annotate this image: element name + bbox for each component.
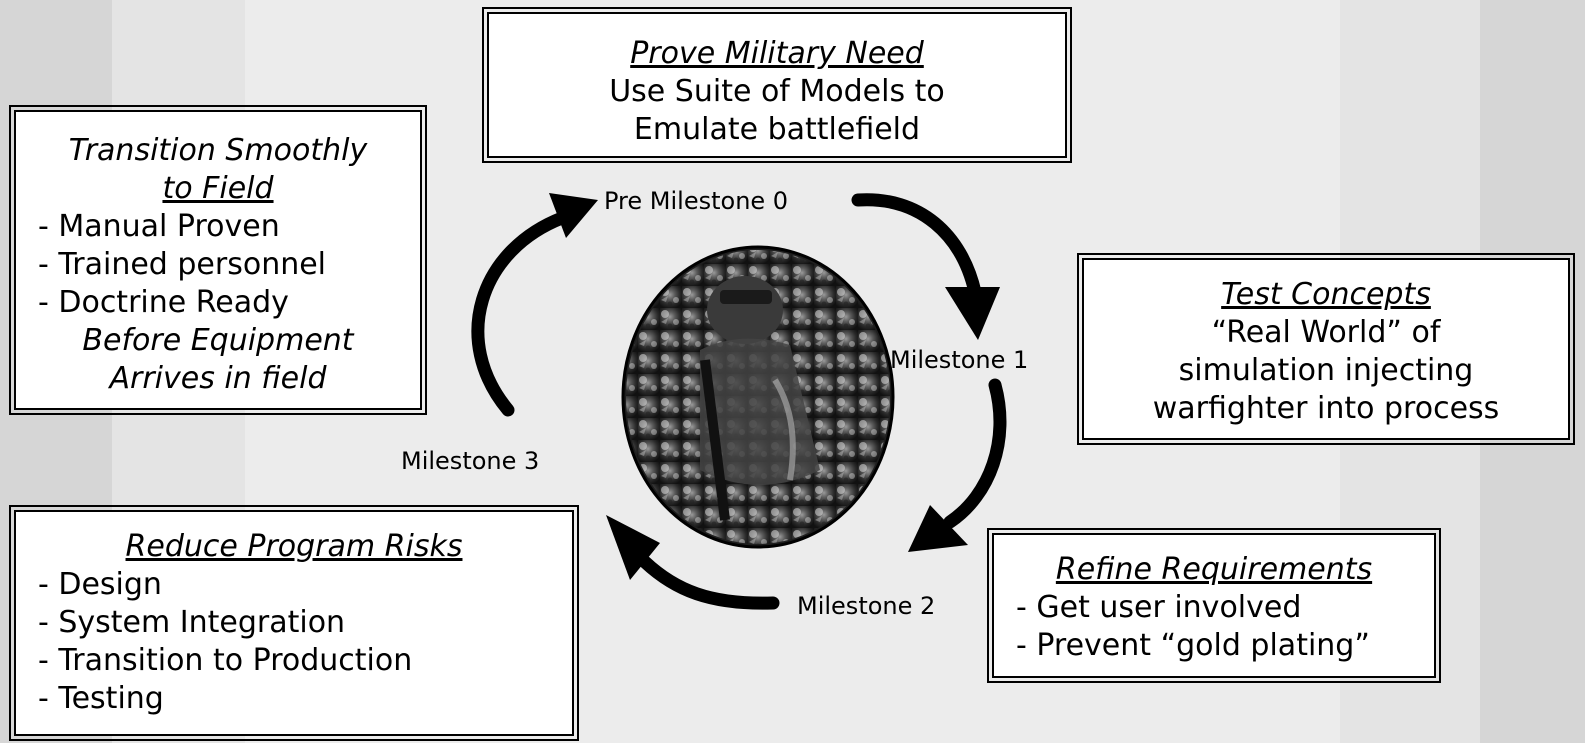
milestone-3-label: Milestone 3 [401, 447, 540, 475]
box-footer-line: Before Equipment [82, 323, 354, 358]
box-line: “Real World” of [1211, 315, 1441, 350]
box-item: - Doctrine Ready [38, 285, 289, 320]
arrow-m1-to-m2 [908, 378, 1007, 552]
box-title-line1: Transition Smoothly [68, 133, 368, 168]
box-item: - Get user involved [1016, 590, 1302, 625]
box-item: - System Integration [38, 605, 346, 640]
arrow-m0-to-m1 [851, 193, 1000, 340]
box-title: Refine Requirements [1055, 552, 1373, 587]
box-title: Reduce Program Risks [125, 529, 463, 564]
box-item: - Trained personnel [38, 247, 327, 282]
box-title: Prove Military Need [630, 36, 924, 71]
box-item: - Testing [38, 681, 164, 716]
transition-smoothly-box: Transition Smoothly to Field - Manual Pr… [9, 105, 427, 415]
box-line: Use Suite of Models to [609, 74, 945, 109]
milestone-1-label: Milestone 1 [890, 346, 1029, 374]
milestone-2-label: Milestone 2 [797, 592, 936, 620]
box-title-line2: to Field [162, 171, 274, 206]
test-concepts-box: Test Concepts “Real World” of simulation… [1077, 253, 1575, 445]
prove-military-need-box: Prove Military Need Use Suite of Models … [482, 7, 1072, 163]
box-item: - Design [38, 567, 162, 602]
box-item: - Transition to Production [38, 643, 413, 678]
reduce-program-risks-box: Reduce Program Risks - Design - System I… [9, 505, 579, 741]
box-line: warfighter into process [1152, 391, 1500, 426]
box-line: simulation injecting [1178, 353, 1474, 388]
box-item: - Manual Proven [38, 209, 280, 244]
milestone-pre-0-label: Pre Milestone 0 [604, 187, 789, 215]
box-title: Test Concepts [1221, 277, 1431, 312]
box-line: Emulate battlefield [633, 112, 921, 147]
box-item: - Prevent “gold plating” [1016, 628, 1370, 663]
refine-requirements-box: Refine Requirements - Get user involved … [987, 528, 1441, 683]
arrow-m2-to-m3 [606, 515, 780, 610]
box-footer-line: Arrives in field [109, 361, 327, 396]
arrow-m3-to-m0 [471, 193, 598, 417]
soldier-photo [621, 245, 895, 549]
